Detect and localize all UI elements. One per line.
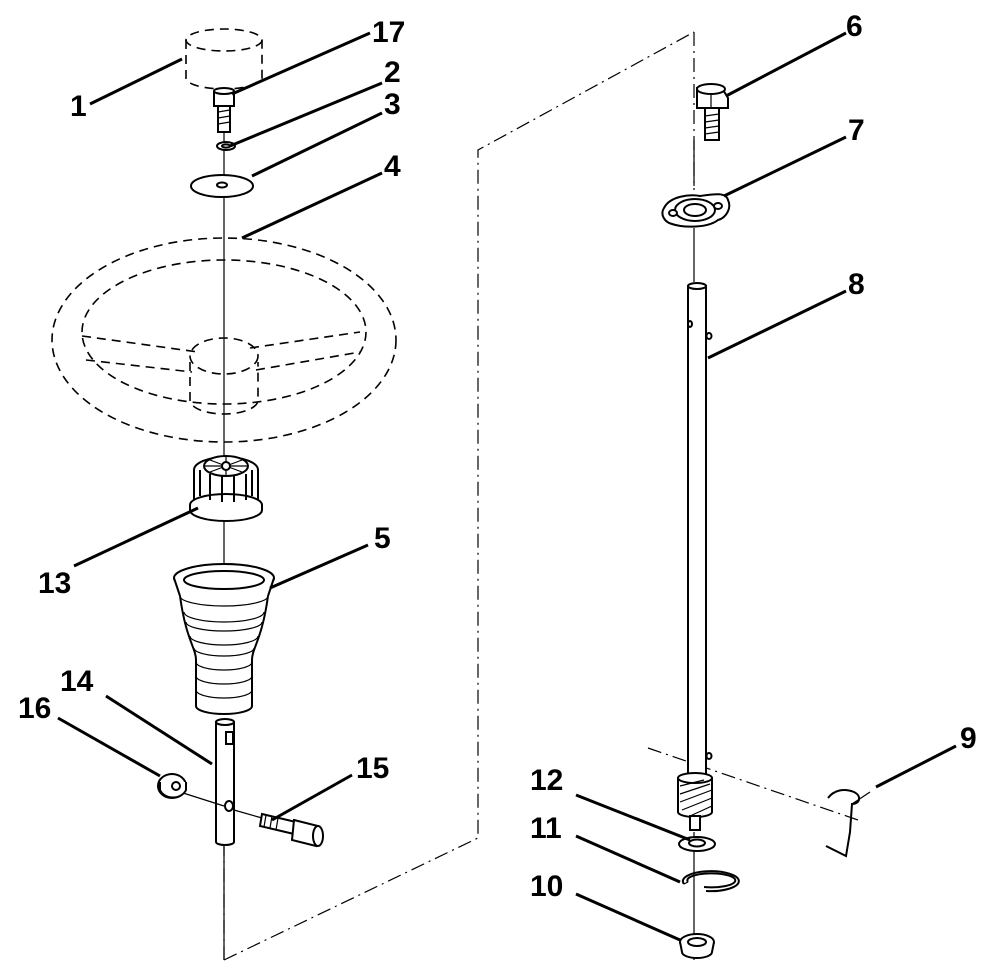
leader-lines bbox=[57, 31, 957, 942]
flat-washer-part-3 bbox=[190, 174, 254, 198]
callout-4: 4 bbox=[384, 150, 401, 183]
callout-6: 6 bbox=[846, 10, 863, 43]
callout-5: 5 bbox=[374, 522, 391, 555]
pinion-gear bbox=[677, 772, 713, 831]
steering-wheel-part-4 bbox=[51, 237, 397, 443]
callout-16: 16 bbox=[18, 692, 51, 725]
snap-ring-part-11 bbox=[681, 870, 740, 893]
steering-shaft-part-8 bbox=[687, 282, 713, 791]
lock-washer-part-2 bbox=[216, 141, 236, 151]
callout-12: 12 bbox=[530, 764, 563, 797]
bolt-part-17 bbox=[213, 87, 235, 133]
callout-9: 9 bbox=[960, 722, 977, 755]
callout-11: 11 bbox=[530, 812, 562, 845]
bolt-part-15 bbox=[179, 791, 324, 848]
column-cone-part-5 bbox=[173, 563, 275, 715]
nut-part-16 bbox=[157, 773, 187, 799]
callout-17: 17 bbox=[372, 16, 405, 49]
callout-labels: 1 17 2 3 4 5 13 14 16 15 6 7 8 9 12 11 1… bbox=[18, 10, 977, 903]
splined-hub-part-13 bbox=[189, 455, 263, 522]
adapter-shaft-part-14 bbox=[215, 718, 235, 846]
callout-7: 7 bbox=[848, 114, 865, 147]
callout-14: 14 bbox=[60, 665, 94, 698]
cap-part-1 bbox=[185, 28, 263, 90]
callout-3: 3 bbox=[384, 88, 401, 121]
callout-15: 15 bbox=[356, 752, 389, 785]
callout-2: 2 bbox=[384, 56, 401, 89]
spring-clip-part-9 bbox=[825, 789, 871, 858]
callout-13: 13 bbox=[38, 567, 71, 600]
callout-8: 8 bbox=[848, 268, 865, 301]
callout-10: 10 bbox=[530, 870, 563, 903]
bushing-part-10 bbox=[679, 933, 715, 959]
callout-1: 1 bbox=[70, 90, 87, 123]
flange-bearing-part-7 bbox=[661, 193, 731, 228]
bolt-part-6 bbox=[696, 83, 729, 141]
